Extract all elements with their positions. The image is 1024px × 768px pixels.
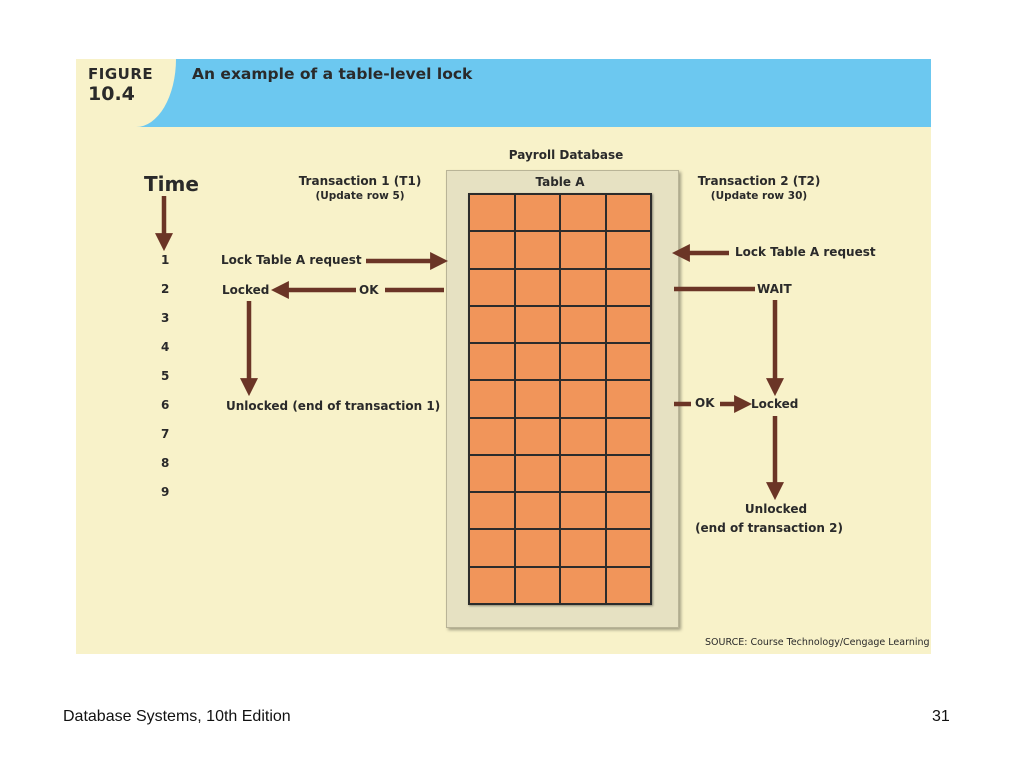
grid-row-line <box>468 230 652 232</box>
t1-lock-request: Lock Table A request <box>221 253 362 267</box>
time-step-5: 5 <box>161 369 170 383</box>
time-step-1: 1 <box>161 253 170 267</box>
grid-row-line <box>468 342 652 344</box>
t1-ok: OK <box>359 283 379 297</box>
grid-column-line <box>559 193 561 605</box>
figure-panel: FIGURE 10.4 An example of a table-level … <box>76 59 931 654</box>
t1-subtitle: (Update row 5) <box>315 190 405 202</box>
grid-column-line <box>514 193 516 605</box>
grid-row-line <box>468 417 652 419</box>
figure-header <box>76 59 931 127</box>
time-step-4: 4 <box>161 340 170 354</box>
grid-row-line <box>468 305 652 307</box>
t2-unlocked-note: (end of transaction 2) <box>695 521 843 535</box>
time-step-8: 8 <box>161 456 170 470</box>
grid-column-line <box>650 193 652 605</box>
t2-ok: OK <box>695 396 715 410</box>
time-step-7: 7 <box>161 427 170 441</box>
figure-label-word: FIGURE <box>88 65 154 83</box>
grid-row-line <box>468 268 652 270</box>
flow-arrows <box>155 196 784 501</box>
figure-title: An example of a table-level lock <box>192 65 473 83</box>
t2-wait: WAIT <box>757 282 792 296</box>
t2-lock-request: Lock Table A request <box>735 245 876 259</box>
table-label: Table A <box>535 175 585 189</box>
grid-column-line <box>468 193 470 605</box>
database-label: Payroll Database <box>508 148 624 162</box>
grid-column-line <box>605 193 607 605</box>
figure-label: FIGURE 10.4 <box>88 65 153 105</box>
grid-row-line <box>468 379 652 381</box>
grid-row-line <box>468 491 652 493</box>
time-step-2: 2 <box>161 282 170 296</box>
time-step-9: 9 <box>161 485 170 499</box>
source-credit: SOURCE: Course Technology/Cengage Learni… <box>705 637 930 648</box>
grid-row-line <box>468 528 652 530</box>
t2-unlocked: Unlocked <box>744 502 808 516</box>
grid-row-line <box>468 193 652 195</box>
t2-subtitle: (Update row 30) <box>710 190 808 202</box>
time-step-6: 6 <box>161 398 170 412</box>
t2-title: Transaction 2 (T2) <box>697 174 821 188</box>
grid-row-line <box>468 603 652 605</box>
t2-locked: Locked <box>751 397 799 411</box>
footer-book-title: Database Systems, 10th Edition <box>63 708 291 725</box>
footer-page-number: 31 <box>932 708 950 725</box>
t1-unlocked: Unlocked (end of transaction 1) <box>226 399 441 413</box>
t1-title: Transaction 1 (T1) <box>298 174 422 188</box>
time-label: Time <box>144 172 199 196</box>
time-step-3: 3 <box>161 311 170 325</box>
figure-number: 10.4 <box>88 83 135 105</box>
table-a-grid <box>468 193 652 605</box>
grid-row-line <box>468 566 652 568</box>
t1-locked: Locked <box>222 283 270 297</box>
grid-row-line <box>468 454 652 456</box>
